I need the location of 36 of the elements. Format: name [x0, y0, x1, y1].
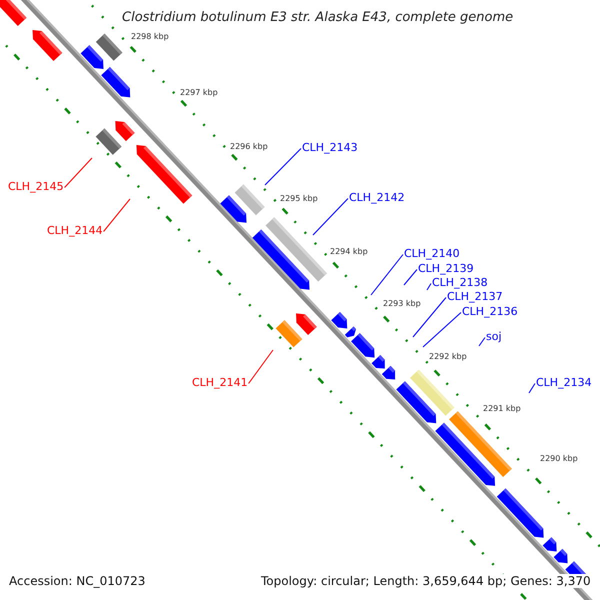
gene-label: CLH_2140	[404, 248, 460, 259]
tick-label: 2290 kbp	[540, 455, 578, 463]
leader-line	[64, 158, 92, 188]
gene-label: CLH_2141	[192, 377, 248, 388]
leader-line	[312, 198, 348, 236]
leader-line	[103, 198, 130, 232]
gene-label: CLH_2137	[447, 291, 503, 302]
accession-text: Accession: NC_010723	[8, 574, 146, 588]
gene-label: CLH_2139	[418, 263, 474, 274]
leader-line	[478, 337, 486, 346]
leader-line	[404, 269, 418, 286]
gene-label: CLH_2145	[8, 181, 64, 192]
gene-label: CLH_2138	[432, 277, 488, 288]
tick-label: 2295 kbp	[280, 195, 318, 203]
leader-line	[264, 148, 302, 186]
tick-label: 2293 kbp	[383, 300, 421, 308]
tick-label: 2297 kbp	[180, 89, 218, 97]
genome-stats-text: Topology: circular; Length: 3,659,644 bp; Genes: 3,370	[260, 574, 592, 588]
gene-label: soj	[486, 331, 502, 342]
leader-line	[370, 254, 404, 296]
leader-line	[528, 383, 536, 394]
tick-label: 2296 kbp	[230, 143, 268, 151]
gene-label: CLH_2136	[462, 306, 518, 317]
tick-label: 2298 kbp	[131, 33, 169, 41]
leader-line	[412, 297, 446, 338]
leader-line	[248, 350, 274, 384]
gene-label: CLH_2134	[536, 377, 592, 388]
gene-label: CLH_2143	[302, 142, 358, 153]
map-title: Clostridium botulinum E3 str. Alaska E43, complete genome	[122, 11, 514, 24]
tick-label: 2292 kbp	[429, 353, 467, 361]
gene-label: CLH_2142	[349, 192, 405, 203]
gene-label: CLH_2144	[47, 225, 103, 236]
leader-line	[422, 312, 462, 348]
tick-label: 2291 kbp	[483, 405, 521, 413]
leader-line	[426, 283, 432, 290]
tick-label: 2294 kbp	[330, 248, 368, 256]
